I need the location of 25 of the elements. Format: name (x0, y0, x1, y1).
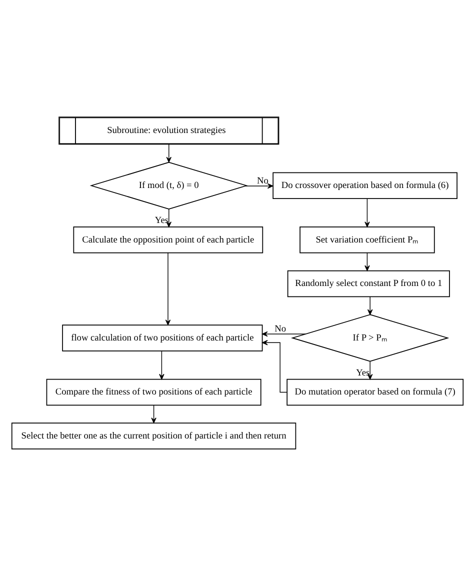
edge-label: No (256, 176, 268, 186)
node-box: Set variation coefficient Pₘ (299, 226, 434, 254)
arrow (262, 331, 306, 337)
arrow (366, 296, 372, 315)
node-box: flow calculation of two positions of each particle (62, 324, 262, 352)
edge-label: Yes (356, 368, 370, 378)
arrow (262, 340, 287, 393)
node-box: Calculate the opposition point of each particle (72, 226, 263, 254)
arrow (158, 350, 164, 380)
node-box: Do crossover operation based on formula (6) (272, 172, 457, 199)
arrow (364, 252, 370, 271)
node-box: Do mutation operator based on formula (7) (286, 378, 464, 406)
edge-label: No (274, 324, 286, 334)
arrow (150, 405, 156, 424)
node-box: Randomly select constant P from 0 to 1 (286, 270, 450, 298)
arrow (366, 361, 372, 380)
arrow (164, 252, 170, 326)
node-diamond: If mod (t, δ) = 0 (89, 162, 248, 210)
node-diamond: If P > Pₘ (290, 314, 449, 362)
node-box: Compare the fitness of two positions of each particle (46, 378, 261, 406)
arrow (364, 198, 370, 228)
arrow (244, 183, 273, 189)
arrow (166, 144, 171, 162)
node-box: Select the better one as the current position of particle i and then return (10, 422, 296, 450)
edge-label: Yes (154, 216, 168, 226)
